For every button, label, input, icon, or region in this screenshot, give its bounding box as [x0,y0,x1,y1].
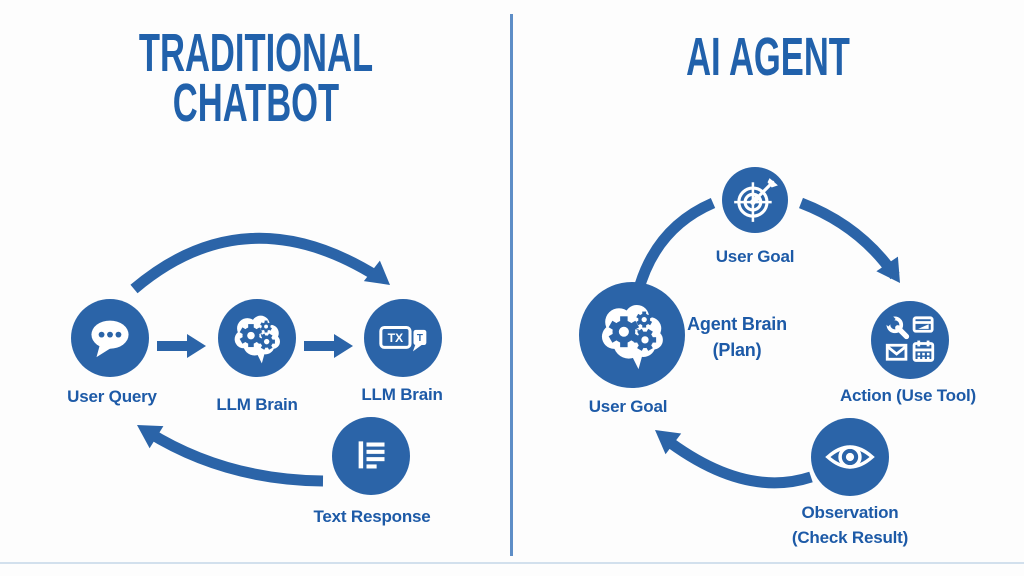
agent-brain-caption-line2: (Plan) [712,340,762,360]
node-agent-brain [579,282,685,388]
agent-brain-caption: Agent Brain (Plan) [667,311,807,363]
arrow-response-to-query [145,427,324,487]
label-user-goal-top: User Goal [715,247,795,266]
arrow-goal-to-action-head [876,256,900,283]
arrow-observation-to-brain-head [655,430,682,455]
node-observation [811,418,889,496]
label-observation-line1: Observation [801,503,899,522]
right-panel-title: AI AGENT [512,27,1024,87]
arrow-brain-to-goal [632,197,716,294]
arrow-observation-to-brain [660,433,813,489]
label-user-query: User Query [67,387,157,406]
label-observation: Observation (Check Result) [765,500,935,550]
left-panel-title: TRADITIONAL CHATBOT [0,23,512,133]
label-llm-output: LLM Brain [361,385,443,404]
arrow-query-to-brain-head [187,334,206,358]
bottom-rule [0,562,1024,564]
txt-icon-text-large: TX [388,331,404,345]
label-action: Action (Use Tool) [839,386,977,405]
node-llm-brain [218,299,296,377]
brain-gears-icon [234,315,280,364]
txt-icon: TX T [379,325,427,352]
brain-gears-icon [601,304,663,370]
agent-brain-caption-line1: Agent Brain [687,314,787,334]
arrow-top-arc [130,232,381,294]
label-agent-brain-node: User Goal [588,397,668,416]
node-text-response [332,417,410,495]
txt-icon-text-small: T [417,333,423,344]
node-user-query [71,299,149,377]
right-title: AI AGENT [686,27,850,87]
node-user-goal-top [722,167,788,233]
left-flow-arrows [130,232,390,487]
speech-bubble-icon [91,320,129,358]
arrow-goal-to-action [799,197,900,280]
arrow-top-arc-head [363,260,390,285]
arrow-response-to-query-head [137,425,164,449]
eye-icon [825,445,875,469]
label-observation-line2: (Check Result) [791,528,909,547]
arrow-brain-to-output-head [334,334,353,358]
document-lines-icon [358,441,385,469]
tools-grid-icon [883,314,935,362]
vertical-divider [510,14,513,556]
left-title-line2: CHATBOT [172,73,340,133]
right-loop-arrows [632,197,900,489]
node-action [871,301,949,379]
label-text-response: Text Response [313,507,431,526]
left-title-line1: TRADITIONAL [138,23,374,83]
node-llm-output: TX T [364,299,442,377]
target-dart-icon [734,178,778,222]
label-llm-brain: LLM Brain [216,395,298,414]
